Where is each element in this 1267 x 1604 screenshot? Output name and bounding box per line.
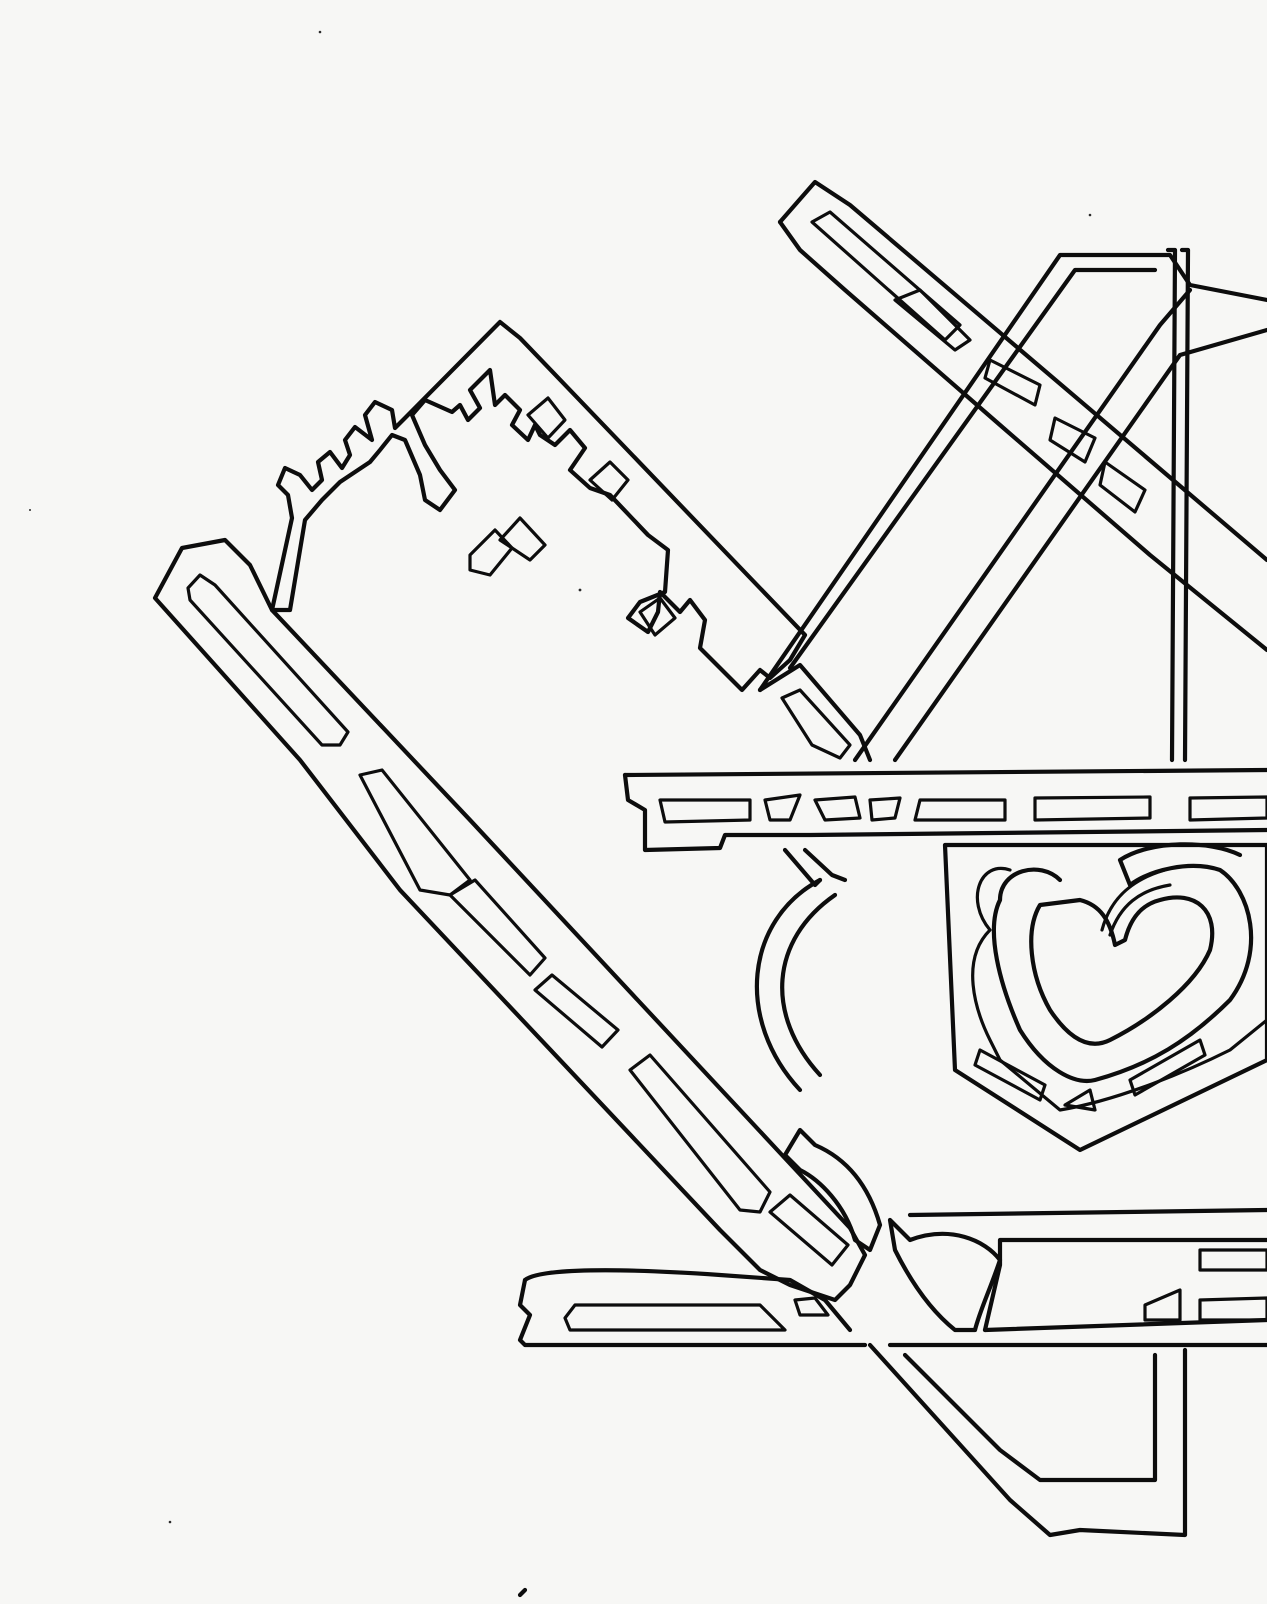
heart-pentagon-area <box>942 842 1267 1153</box>
middle-horizontal-runway <box>622 767 1267 853</box>
curved-taxiways <box>754 847 883 1253</box>
lower-runways <box>517 1207 1267 1598</box>
terminal-apron <box>269 319 808 693</box>
main-diagonal-runway <box>152 537 868 1303</box>
upper-diagonal-runway <box>777 179 1267 653</box>
paper-specks <box>29 30 1092 1524</box>
crossing-runway <box>757 247 1267 763</box>
